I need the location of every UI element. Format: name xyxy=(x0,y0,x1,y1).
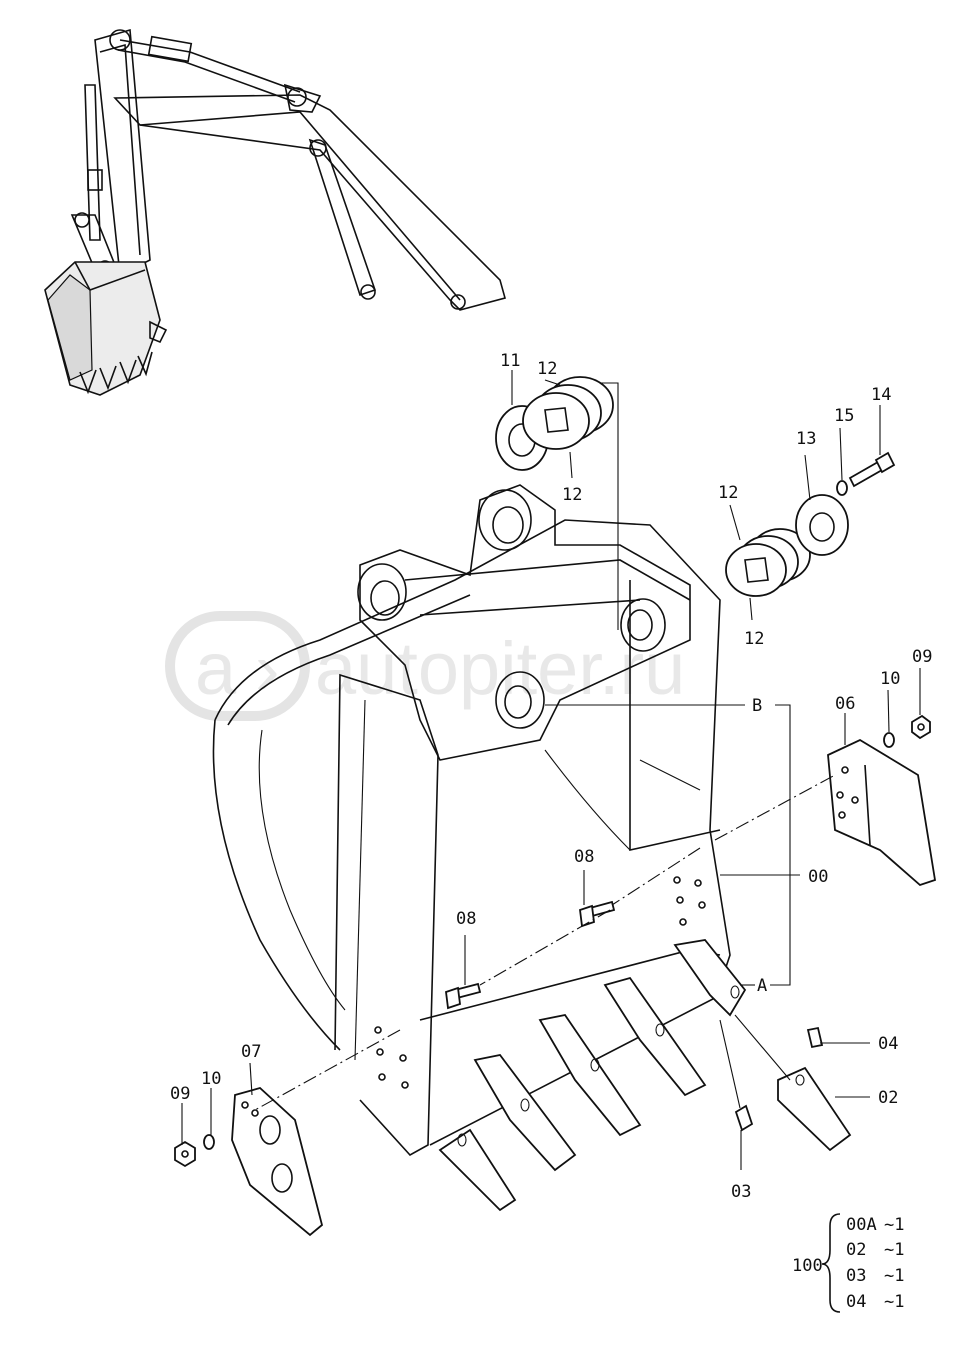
callout-A: A xyxy=(757,976,767,996)
part-03-pin xyxy=(734,1104,754,1132)
callout-09-left: 09 xyxy=(170,1084,190,1104)
side-cutter-holes-right xyxy=(673,876,706,926)
callout-15: 15 xyxy=(834,406,854,426)
callout-00: 00 xyxy=(808,867,828,887)
callouts: 11 12 12 12 12 13 15 14 B 06 10 09 08 00… xyxy=(170,351,932,1202)
callout-03: 03 xyxy=(731,1182,751,1202)
part-10-washer-left xyxy=(203,1134,215,1150)
callout-14: 14 xyxy=(871,385,891,405)
part-07-side-cutter-left xyxy=(231,1086,324,1237)
kit-row-qty: ~1 xyxy=(884,1240,904,1260)
kit-row-part: 00A xyxy=(846,1215,877,1235)
part-04-lock xyxy=(806,1026,824,1049)
part-12-shims-upper xyxy=(522,376,614,450)
part-08-bolt-upper xyxy=(579,900,616,928)
callout-08-upper: 08 xyxy=(574,847,594,867)
part-12-shims-right xyxy=(725,528,811,597)
part-06-side-cutter-right xyxy=(827,738,937,887)
kit-table-brace xyxy=(821,1213,841,1313)
callout-09-right: 09 xyxy=(912,647,932,667)
callout-02: 02 xyxy=(878,1088,898,1108)
watermark: a › autopiter.ru xyxy=(165,611,685,721)
kit-table-label: 100 xyxy=(792,1256,823,1276)
part-02-tooth-point xyxy=(777,1066,852,1152)
callout-12-mid: 12 xyxy=(562,485,582,505)
excavator-arm-overview xyxy=(44,28,506,396)
bucket-main xyxy=(212,484,741,1157)
part-13-plate xyxy=(795,494,849,556)
part-09-nut-left xyxy=(174,1140,196,1168)
part-14-bolt xyxy=(848,451,896,488)
part-10-washer-right xyxy=(883,732,895,748)
callout-12-right-top: 12 xyxy=(718,483,738,503)
leader-lines xyxy=(181,370,921,1170)
kit-row-part: 03 xyxy=(846,1266,866,1286)
callout-08-lower: 08 xyxy=(456,909,476,929)
callout-13: 13 xyxy=(796,429,816,449)
callout-10-right: 10 xyxy=(880,669,900,689)
kit-row-part: 04 xyxy=(846,1292,866,1312)
callout-04: 04 xyxy=(878,1034,898,1054)
callout-B: B xyxy=(752,696,762,716)
callout-06: 06 xyxy=(835,694,855,714)
watermark-text: autopiter.ru xyxy=(315,627,685,710)
svg-text:a: a xyxy=(195,627,237,710)
part-08-bolt-lower xyxy=(445,982,482,1010)
kit-table: 100 00A ~1 02 ~1 03 ~1 04 ~1 xyxy=(792,1213,904,1313)
part-15-washer xyxy=(836,480,848,496)
callout-12-top: 12 xyxy=(537,359,557,379)
callout-11: 11 xyxy=(500,351,520,371)
side-cutter-holes-left xyxy=(374,1026,409,1089)
bucket-teeth xyxy=(438,939,747,1212)
callout-10-left: 10 xyxy=(201,1069,221,1089)
callout-12-right-bottom: 12 xyxy=(744,629,764,649)
kit-row-qty: ~1 xyxy=(884,1292,904,1312)
part-09-nut-right xyxy=(911,714,931,740)
callout-07: 07 xyxy=(241,1042,261,1062)
kit-row-part: 02 xyxy=(846,1240,866,1260)
kit-row-qty: ~1 xyxy=(884,1266,904,1286)
kit-row-qty: ~1 xyxy=(884,1215,904,1235)
